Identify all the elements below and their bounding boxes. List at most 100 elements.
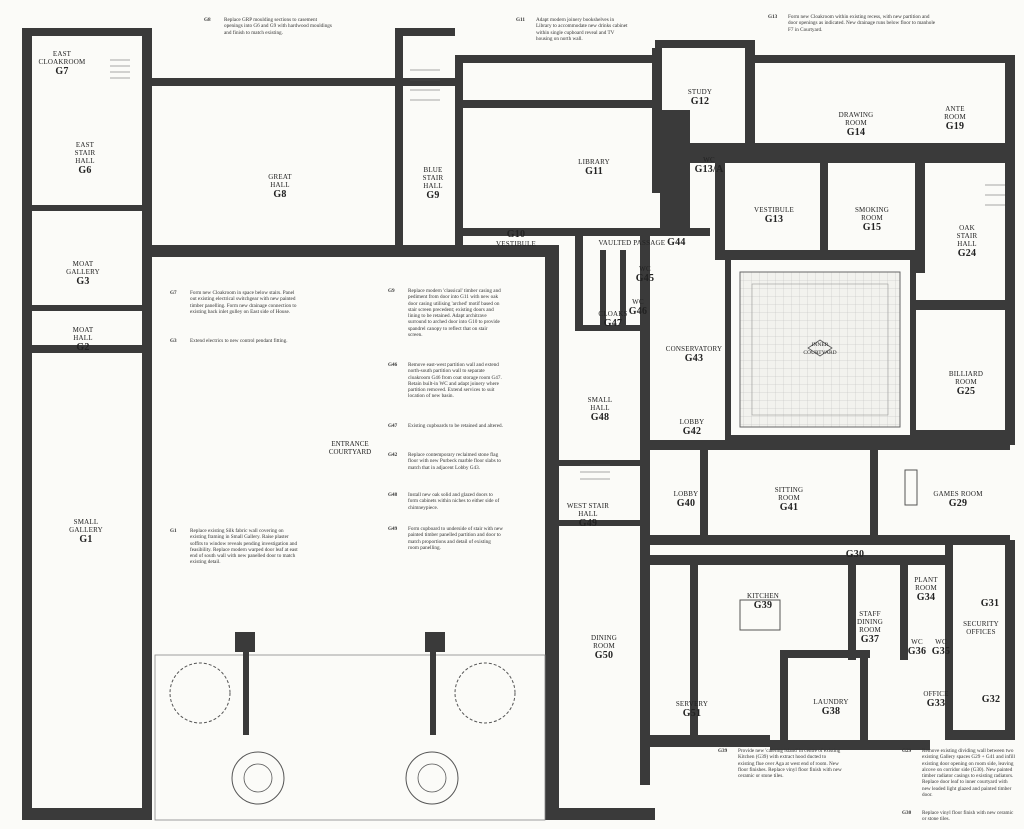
room-code: G49	[578, 518, 598, 529]
room-name: SERVERY	[675, 700, 709, 708]
room-name: LOBBY	[673, 490, 699, 498]
walls	[22, 28, 1015, 820]
room-code: G40	[676, 498, 696, 509]
room-name: MOAT GALLERY	[66, 260, 100, 276]
room-code: G19	[945, 121, 965, 132]
room-code: G47	[603, 318, 623, 329]
room-code: G36	[907, 646, 927, 657]
room-code: G51	[682, 708, 702, 719]
room-code: G9	[426, 190, 440, 201]
room-name: LIBRARY	[578, 158, 610, 166]
room-code: G31	[980, 598, 1000, 609]
room-name: KITCHEN	[746, 592, 780, 600]
room-name: SMALL GALLERY	[69, 518, 103, 534]
room-code: G3	[76, 276, 90, 287]
room-code: G50	[594, 650, 614, 661]
room-name: WC	[639, 265, 651, 273]
room-name: GAMES ROOM	[933, 490, 983, 498]
room-name: SMALL HALL	[587, 396, 613, 412]
room-code: G43	[684, 353, 704, 364]
room-name: WC	[703, 156, 715, 164]
room-name: WC	[632, 298, 644, 306]
room-code: G13/A	[694, 164, 724, 175]
room-code: G6	[78, 165, 92, 176]
room-name: STAFF DINING ROOM	[856, 610, 884, 634]
room-code: G46	[628, 306, 648, 317]
room-name: SECURITY OFFICES	[963, 620, 999, 636]
room-name: PLANT ROOM	[914, 576, 938, 592]
room-code: G15	[862, 222, 882, 233]
room-code: G41	[779, 502, 799, 513]
room-label-g30: G30	[840, 541, 870, 568]
room-name: OAK STAIR HALL	[956, 224, 978, 248]
room-code: G10	[506, 229, 526, 240]
room-code: G8	[273, 189, 287, 200]
room-name: VAULTED PASSAGE	[598, 239, 666, 247]
room-code: G38	[821, 706, 841, 717]
room-name: STUDY	[687, 88, 713, 96]
room-label-security-offices: SECURITY OFFICES	[956, 612, 1006, 636]
room-name: SITTING ROOM	[774, 486, 804, 502]
entrance-courtyard-label: ENTRANCE COURTYARD	[328, 440, 372, 456]
room-code: G29	[948, 498, 968, 509]
room-name: CLOAKS	[598, 310, 628, 318]
room-code: G7	[55, 66, 69, 77]
room-name: DRAWING ROOM	[838, 111, 874, 127]
room-code: G35	[931, 646, 951, 657]
room-code: G12	[690, 96, 710, 107]
room-code: G2	[76, 342, 90, 353]
room-code: G45	[635, 273, 655, 284]
room-code: G37	[860, 634, 880, 645]
room-name: BILLIARD ROOM	[948, 370, 984, 386]
room-name: CONSERVATORY	[665, 345, 723, 353]
inner-courtyard-label: INNER COURTYARD	[803, 342, 837, 356]
room-name: ANTE ROOM	[944, 105, 966, 121]
room-code: G44	[667, 237, 686, 248]
room-code: G33	[926, 698, 946, 709]
room-name: LOBBY	[679, 418, 705, 426]
room-name: LAUNDRY	[813, 698, 849, 706]
room-name: GREAT HALL	[268, 173, 292, 189]
room-name: SMOKING ROOM	[854, 206, 890, 222]
room-code: G30	[845, 549, 865, 560]
room-code: G34	[916, 592, 936, 603]
room-name: VESTIBULE	[496, 240, 536, 248]
room-code: G39	[753, 600, 773, 611]
room-label-g32: G32	[976, 686, 1006, 713]
